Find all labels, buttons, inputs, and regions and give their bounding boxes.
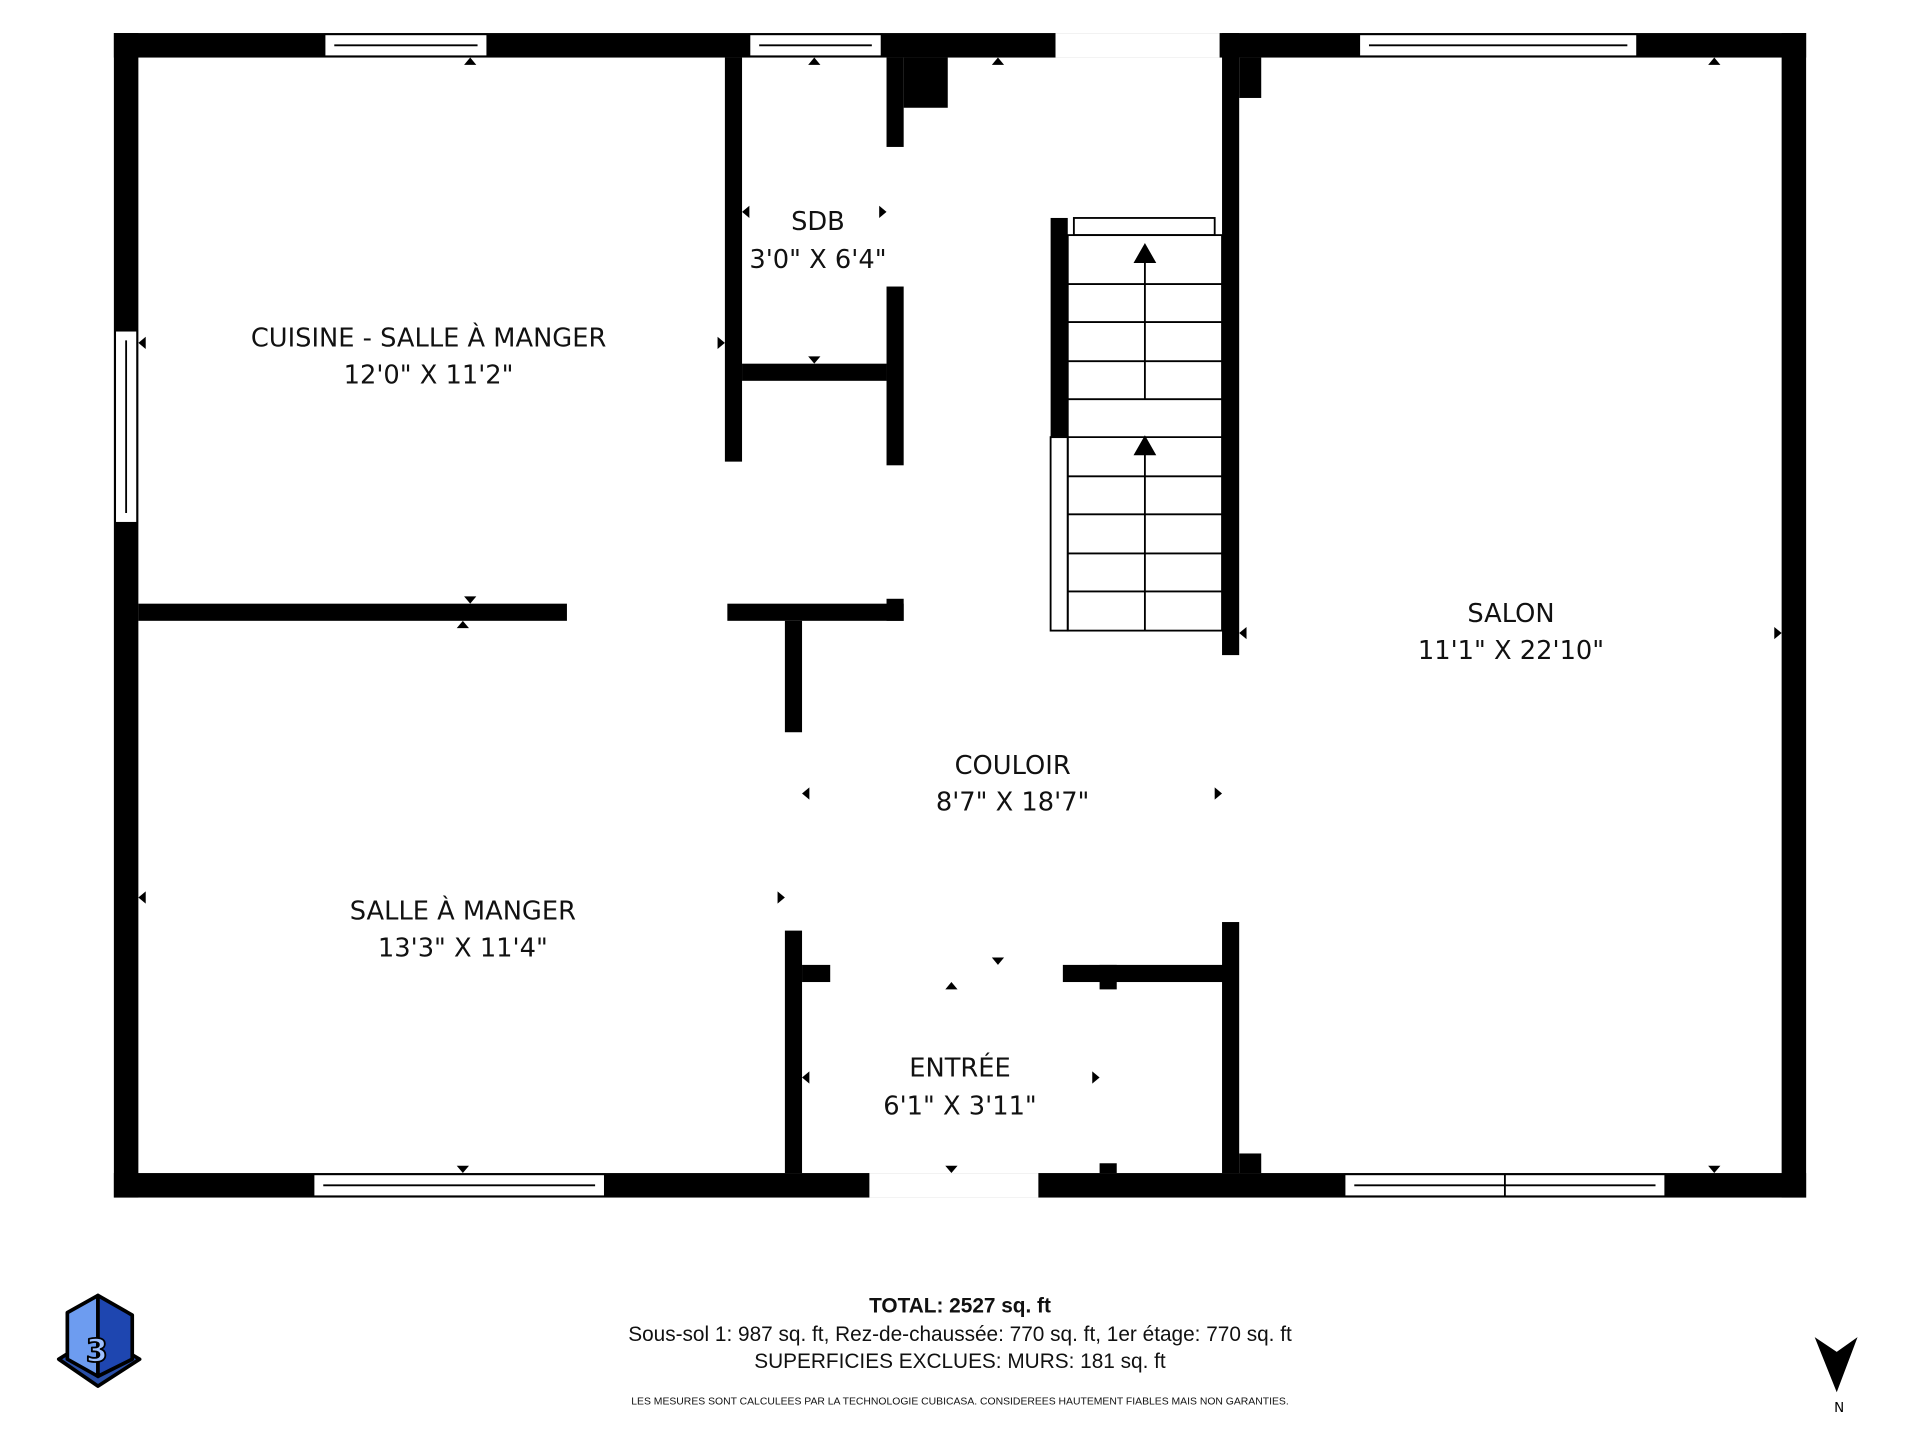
- room-couloir: COULOIR 8'7" X 18'7": [936, 751, 1090, 818]
- north-arrow-icon: [1814, 1337, 1858, 1393]
- room-name: COULOIR: [955, 751, 1071, 781]
- svg-text:3: 3: [86, 1332, 108, 1370]
- room-name: SALON: [1467, 599, 1554, 629]
- staircase: [1066, 234, 1223, 632]
- room-name: SALLE À MANGER: [350, 895, 576, 927]
- room-dimensions: 6'1" X 3'11": [883, 1091, 1037, 1121]
- footer: TOTAL: 2527 sq. ft Sous-sol 1: 987 sq. f…: [628, 1295, 1292, 1408]
- room-name: SDB: [791, 207, 845, 237]
- disclaimer: LES MESURES SONT CALCULEES PAR LA TECHNO…: [631, 1396, 1288, 1407]
- room-dimensions: 13'3" X 11'4": [378, 933, 548, 963]
- stair-arrow-icon: [1133, 435, 1157, 456]
- room-salle-a-manger: SALLE À MANGER 13'3" X 11'4": [350, 895, 576, 964]
- room-name: CUISINE - SALLE À MANGER: [251, 322, 607, 354]
- north-label: N: [1834, 1401, 1844, 1416]
- room-cuisine: CUISINE - SALLE À MANGER 12'0" X 11'2": [251, 322, 607, 391]
- room-dimensions: 11'1" X 22'10": [1418, 636, 1604, 666]
- room-salon: SALON 11'1" X 22'10": [1418, 599, 1604, 666]
- room-dimensions: 3'0" X 6'4": [749, 245, 886, 275]
- 3d-cube-logo-icon: 3: [56, 1293, 142, 1388]
- room-dimensions: 12'0" X 11'2": [344, 360, 514, 390]
- dimension-markers: [138, 57, 1782, 1174]
- floor-areas: Sous-sol 1: 987 sq. ft, Rez-de-chaussée:…: [628, 1323, 1292, 1346]
- total-area: TOTAL: 2527 sq. ft: [869, 1295, 1051, 1318]
- stair-arrow-icon: [1133, 243, 1157, 263]
- room-sdb: SDB 3'0" X 6'4": [749, 207, 886, 275]
- openings: [114, 33, 1667, 1198]
- room-name: ENTRÉE: [909, 1051, 1011, 1083]
- room-entree: ENTRÉE 6'1" X 3'11": [883, 1051, 1037, 1121]
- excluded-areas: SUPERFICIES EXCLUES: MURS: 181 sq. ft: [754, 1350, 1166, 1373]
- north-compass: N: [1814, 1337, 1858, 1416]
- room-dimensions: 8'7" X 18'7": [936, 788, 1090, 818]
